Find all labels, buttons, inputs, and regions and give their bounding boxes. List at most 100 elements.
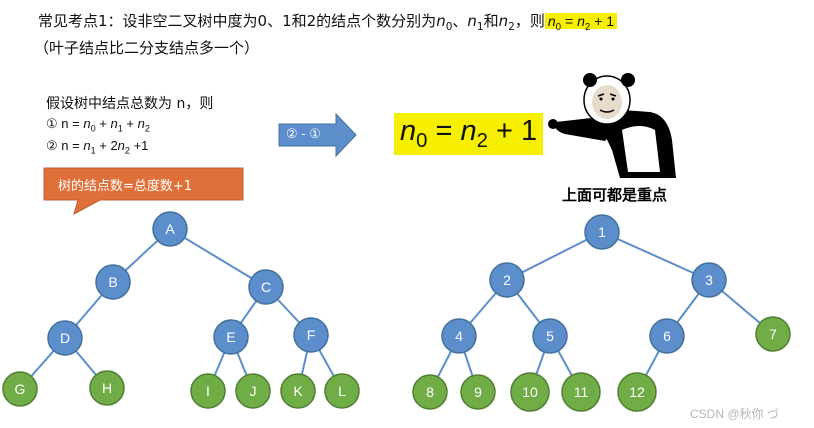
- leaf-node: [617, 372, 657, 412]
- tree-node: [532, 318, 568, 354]
- node-label: F: [307, 327, 316, 343]
- formula-n2: n: [577, 13, 585, 29]
- node-label: 8: [426, 384, 434, 400]
- node-label: B: [108, 274, 117, 290]
- eq1-plus1: +: [95, 116, 111, 131]
- leaf-node: [561, 372, 601, 412]
- result-formula: n0 = n2 + 1: [394, 113, 544, 155]
- node-label: E: [226, 329, 235, 345]
- node-label: 7: [769, 326, 777, 342]
- node-label: 4: [455, 328, 463, 344]
- header-prefix: 常见考点1：设非空二叉树中度为0、1和2的结点个数分别为: [38, 12, 437, 30]
- node-label: I: [206, 383, 210, 399]
- leaf-node: [324, 373, 360, 409]
- separator: 、: [452, 12, 468, 30]
- meme-caption: 上面可都是重点: [562, 186, 668, 204]
- result-n2: n: [460, 115, 477, 147]
- leaf-node: [510, 372, 550, 412]
- formula-end: + 1: [590, 13, 615, 29]
- tree-node: [293, 317, 329, 353]
- leaf-node: [755, 316, 791, 352]
- leaf-node: [412, 374, 448, 410]
- leaf-node: [190, 373, 226, 409]
- and-text: 和: [483, 12, 499, 30]
- eq1-a: n: [83, 116, 91, 131]
- tree-node: [584, 214, 620, 250]
- node-label: 9: [474, 384, 482, 400]
- right-tree-edges: [429, 231, 774, 393]
- eq1-c-sub: 2: [144, 123, 150, 134]
- result-sub0: 0: [416, 129, 428, 152]
- left-tree-edges: [19, 228, 343, 392]
- eq2-a-sub: 1: [90, 145, 96, 156]
- tree-node: [213, 319, 249, 355]
- leaf-node: [280, 373, 316, 409]
- var-n1: n: [467, 12, 477, 30]
- result-sub2: 2: [476, 129, 488, 152]
- node-label: L: [338, 383, 346, 399]
- eq2-a: n: [83, 138, 91, 153]
- node-label: 6: [663, 328, 671, 344]
- eq1-b-sub: 1: [117, 123, 123, 134]
- formula-eq: =: [561, 13, 578, 29]
- eq1-c: n: [137, 116, 145, 131]
- then-text: ，则: [514, 12, 545, 30]
- leaf-node: [2, 371, 38, 407]
- node-label: 1: [598, 224, 606, 240]
- eq2-b: n: [117, 138, 125, 153]
- callout-text: 树的结点数=总度数+1: [58, 179, 193, 194]
- eq1-text: n =: [57, 116, 84, 131]
- node-label: D: [60, 330, 70, 346]
- leaf-node: [89, 370, 125, 406]
- node-label: C: [261, 279, 271, 295]
- eq1-a-sub: 0: [90, 123, 96, 134]
- eq2-b-sub: 2: [124, 145, 130, 156]
- node-label: 12: [629, 384, 645, 400]
- leaf-node: [235, 373, 271, 409]
- sub-0: 0: [445, 21, 453, 33]
- eq2-text: n =: [57, 138, 84, 153]
- sub-2: 2: [508, 21, 515, 33]
- node-label: 2: [503, 272, 511, 288]
- tree-node: [95, 264, 131, 300]
- result-eq: =: [427, 115, 461, 147]
- watermark: CSDN @秋你 づ: [690, 407, 779, 421]
- node-label: 10: [522, 384, 538, 400]
- header-line-2: （叶子结点比二分支结点多一个）: [34, 39, 260, 57]
- panda-meme-image: [548, 73, 676, 178]
- sub-1: 1: [476, 21, 484, 33]
- var-n2: n: [498, 12, 509, 30]
- node-label: 11: [574, 384, 589, 400]
- eq1-b: n: [110, 116, 118, 131]
- formula-sub0: 0: [555, 21, 562, 33]
- result-end: + 1: [487, 115, 538, 147]
- formula-sub2: 2: [584, 21, 591, 33]
- result-n0: n: [400, 115, 417, 147]
- eq2-plus: + 2: [95, 138, 118, 153]
- formula-n0: n: [547, 13, 556, 29]
- eq1-plus2: +: [122, 116, 138, 131]
- assumption-text: 假设树中结点总数为 n，则: [46, 96, 214, 112]
- eq2-mark: ②: [46, 138, 58, 153]
- tree-node: [691, 262, 727, 298]
- node-label: 5: [546, 328, 554, 344]
- node-label: J: [250, 383, 257, 399]
- highlighted-formula: n0 = n2 + 1: [544, 13, 618, 33]
- arrow-shape: [278, 112, 357, 158]
- left-tree-nodes: A B C D E F G H I J K L: [2, 211, 360, 409]
- tree-node: [441, 318, 477, 354]
- callout-bubble: [43, 167, 244, 216]
- equation-1: ① n = n0 + n1 + n2: [46, 116, 150, 134]
- right-tree-nodes: 1 2 3 4 5 6 7 8 9 10 11 12: [412, 214, 791, 412]
- tree-node: [248, 269, 284, 305]
- node-label: A: [165, 221, 175, 237]
- tree-node: [649, 318, 685, 354]
- node-label: G: [15, 381, 26, 397]
- leaf-node: [460, 374, 496, 410]
- tree-node: [47, 320, 83, 356]
- tree-node: [489, 262, 525, 298]
- eq1-mark: ①: [46, 116, 58, 131]
- var-n0: n: [436, 12, 446, 30]
